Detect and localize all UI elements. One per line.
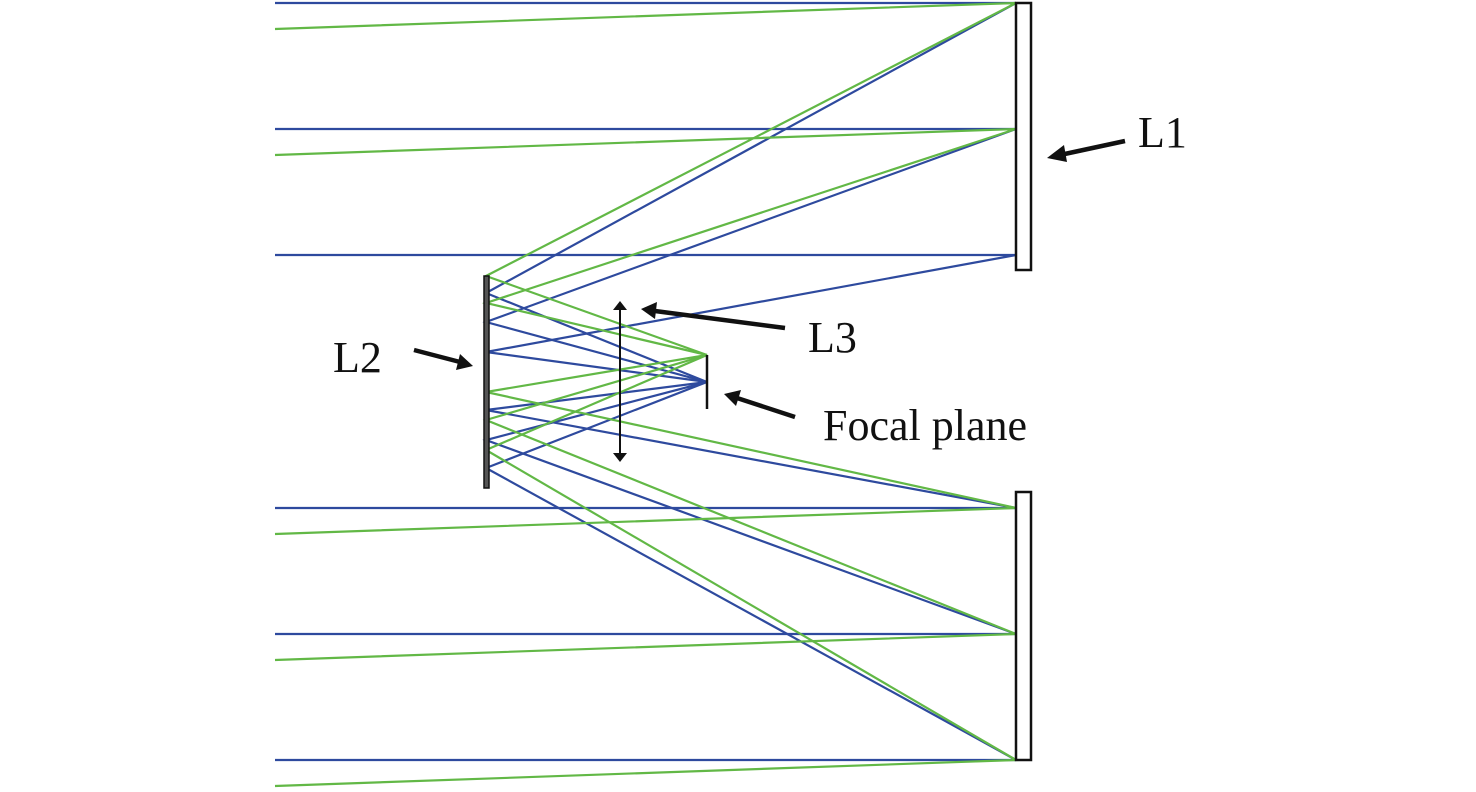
label-l2: L2 xyxy=(333,333,382,382)
rays xyxy=(274,1,1020,788)
blue-ray-6 xyxy=(275,380,1017,636)
blue-ray-0 xyxy=(275,1,1017,384)
green-ray-3 xyxy=(274,1,1017,357)
blue-ray-5 xyxy=(275,380,1017,510)
blue-ray-1 xyxy=(275,127,1017,384)
mirror-l1-top xyxy=(1014,1,1033,272)
arrow-l3 xyxy=(654,308,786,331)
green-ray-10 xyxy=(274,353,1020,788)
blue-ray-2 xyxy=(275,253,1017,384)
pointer-arrows xyxy=(413,138,1126,420)
mirror-l1-bottom xyxy=(1014,490,1033,762)
green-ray-8 xyxy=(274,353,1017,536)
arrow-focal-plane xyxy=(736,395,796,420)
lens-l3 xyxy=(613,301,627,462)
label-focal-plane: Focal plane xyxy=(823,401,1027,450)
arrow-l1 xyxy=(1059,138,1126,158)
mirror-l2 xyxy=(483,275,490,489)
green-ray-4 xyxy=(274,127,1017,357)
label-l1: L1 xyxy=(1138,108,1187,157)
blue-ray-7 xyxy=(275,380,1017,762)
arrow-l2 xyxy=(413,347,461,365)
label-l3: L3 xyxy=(808,313,857,362)
green-ray-9 xyxy=(274,353,1017,662)
